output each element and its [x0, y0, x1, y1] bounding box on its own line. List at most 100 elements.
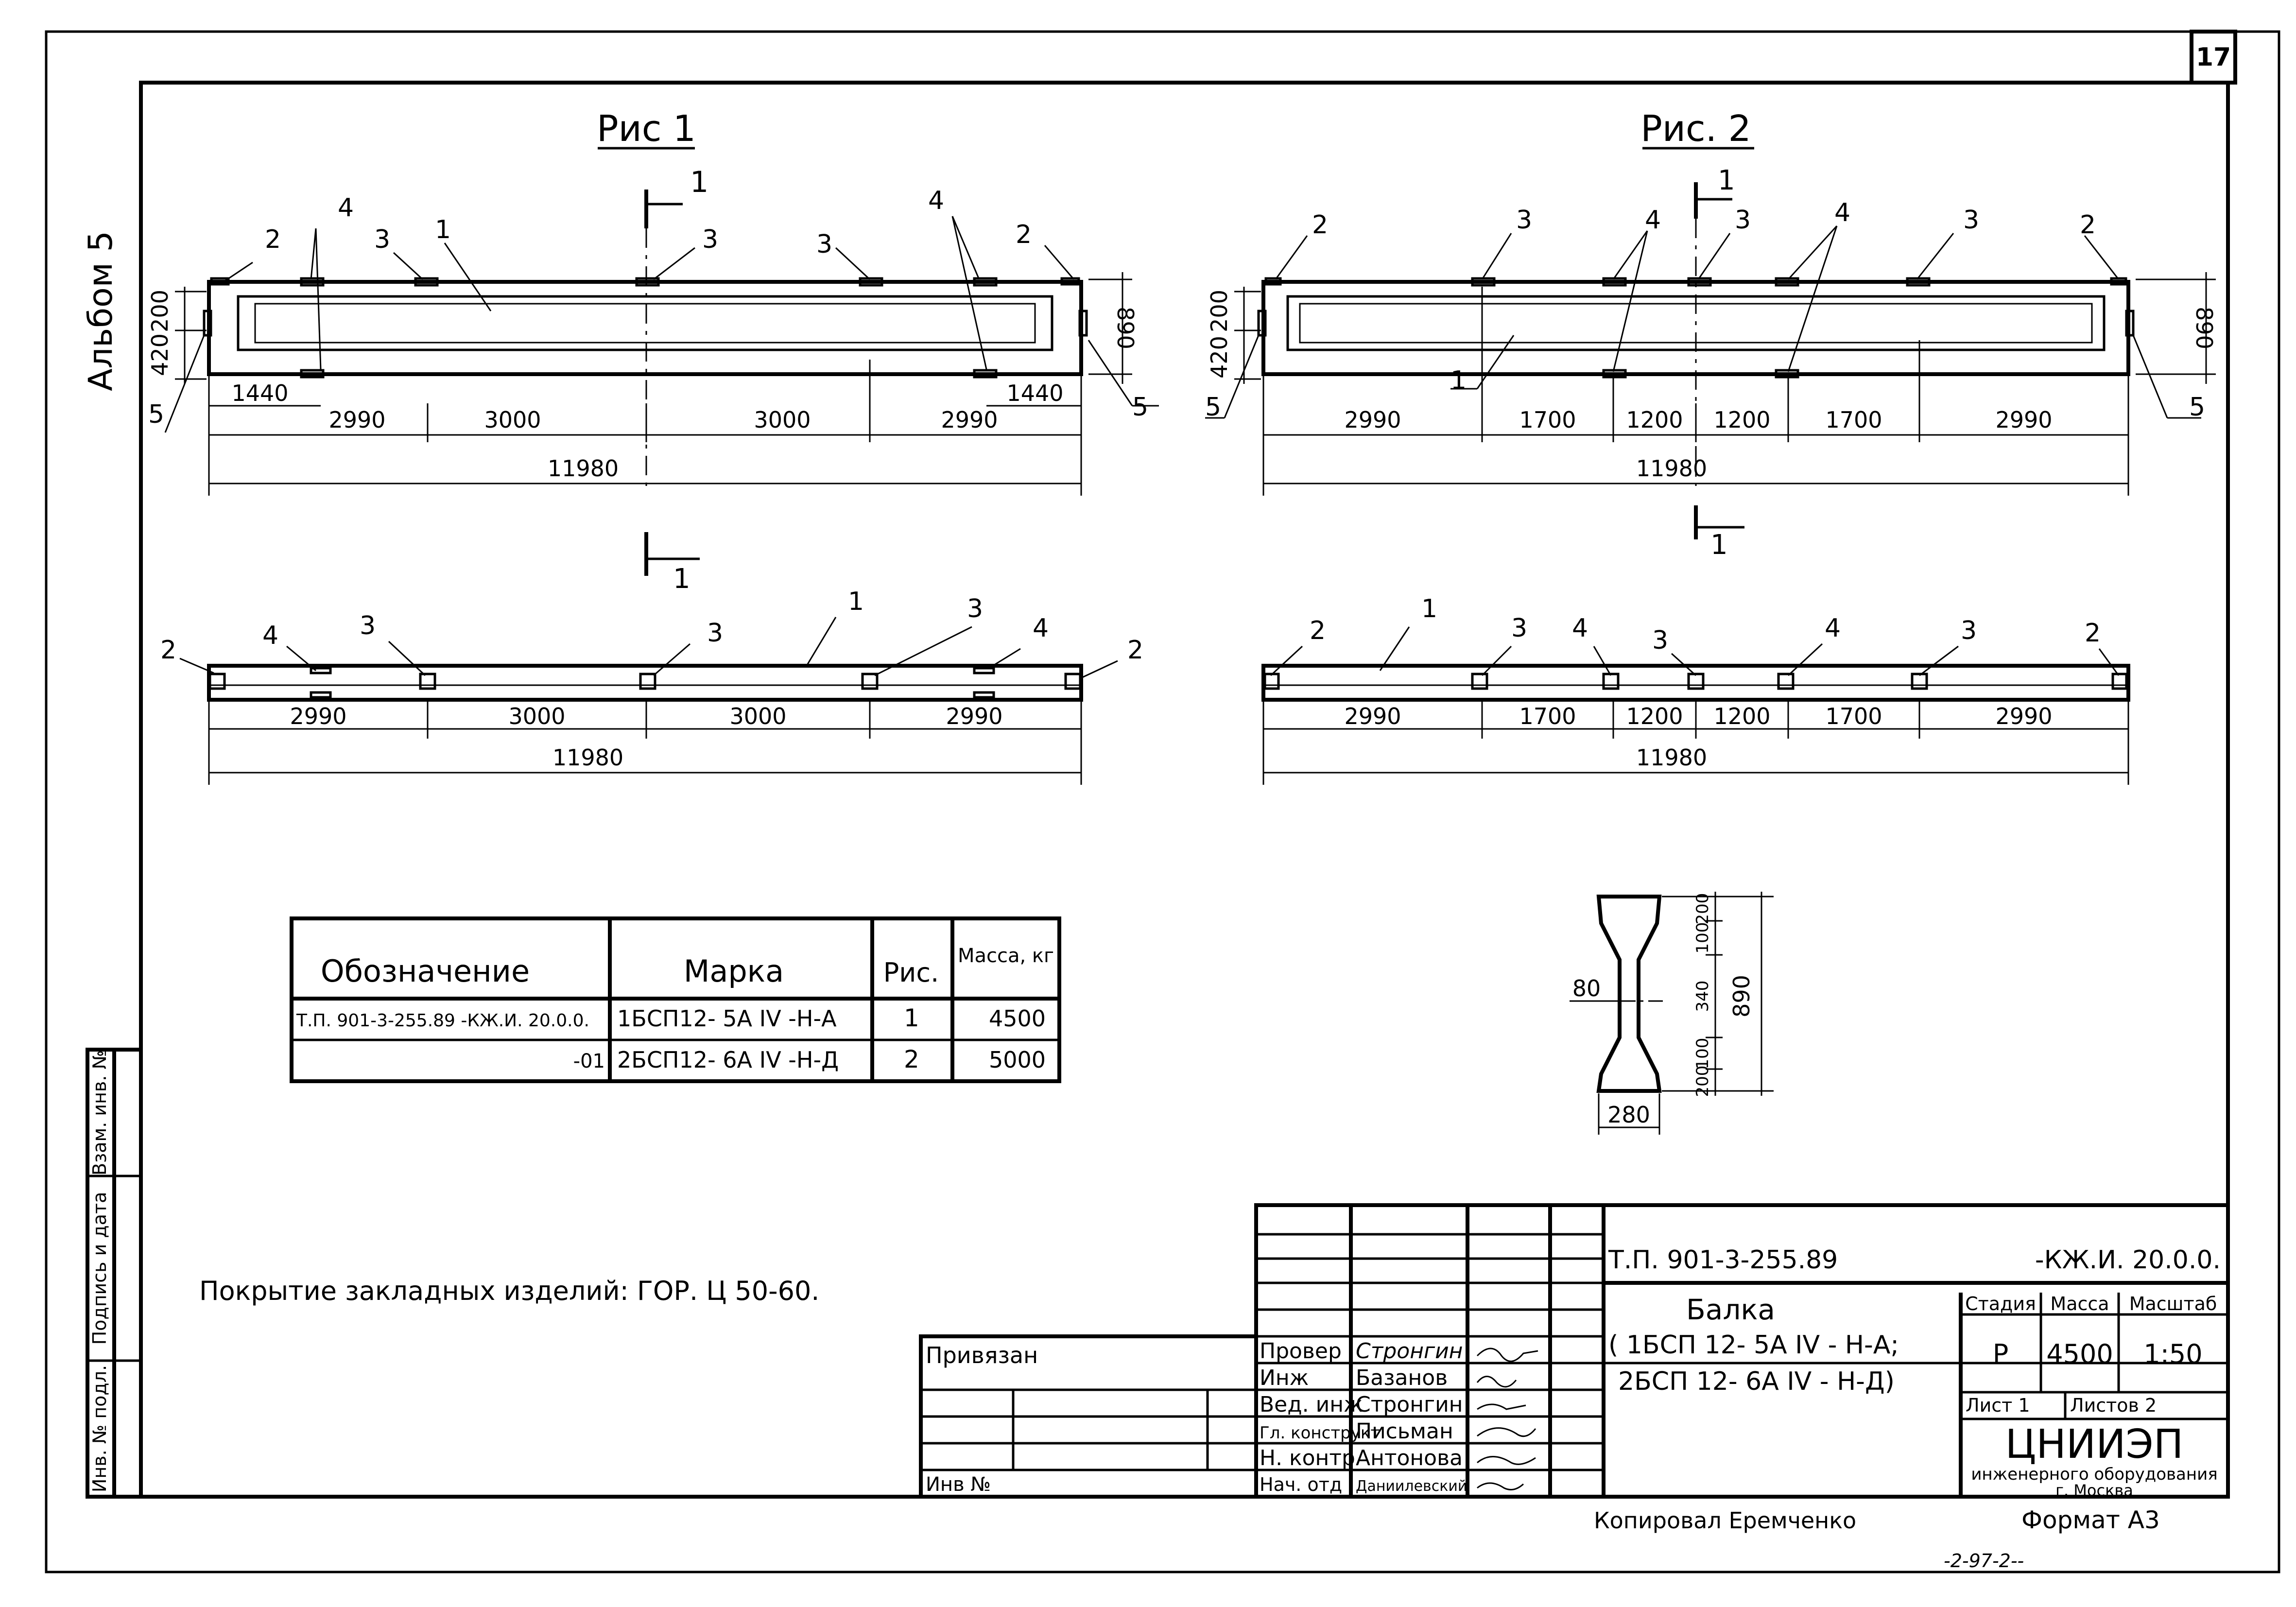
spec-row1-designation: Т.П. 901-3-255.89 -КЖ.И. 20.0.0.	[296, 1011, 589, 1031]
fig1-plan-span-3: 3000	[729, 703, 786, 729]
section-web-dim: 80	[1572, 975, 1601, 1002]
tb-role-2: Инж	[1260, 1365, 1309, 1390]
spec-row1-mass: 4500	[989, 1005, 1046, 1032]
fig1-callout-2-left: 2	[265, 225, 281, 254]
fig1-plan-callout-2-right: 2	[1127, 636, 1143, 665]
section-height-dim: 890	[1728, 975, 1755, 1018]
side-stamp: Инв. № подл. Подпись и дата Взам. инв. №	[86, 1048, 143, 1499]
fig2-plan-callout-4-left: 4	[1572, 614, 1588, 643]
spec-row2-fig: 2	[904, 1045, 919, 1073]
fig1-callout-3-a: 3	[374, 225, 390, 254]
fig2-dim-200: 200	[1206, 290, 1232, 332]
fig2-callout-1: 1	[1450, 366, 1467, 395]
fig2-plan-callout-1: 1	[1421, 594, 1437, 623]
fig1-dim-200: 200	[147, 290, 173, 332]
page-number-box	[2190, 30, 2237, 85]
fig2-plan-span-3: 1200	[1626, 703, 1683, 729]
fig2-callout-5-left: 5	[1205, 393, 1221, 422]
coating-note: Покрытие закладных изделий: ГОР. Ц 50-60…	[199, 1276, 819, 1306]
tb-mass: 4500	[2046, 1339, 2113, 1369]
tb-name-line2: ( 1БСП 12- 5А IV - Н-А;	[1608, 1331, 1899, 1360]
fig2-section-mark-bottom: 1	[1710, 529, 1728, 561]
tb-role-6: Нач. отд	[1260, 1474, 1342, 1495]
fig2-plan-total: 11980	[1636, 744, 1707, 771]
fig1-plan-callout-4-left: 4	[262, 621, 278, 650]
fig1-span-2: 3000	[484, 407, 541, 433]
fig2-plan-callout-3-a: 3	[1511, 614, 1527, 643]
fig1-section-mark-top: 1	[690, 165, 708, 199]
fig1-dim-890: 890	[1112, 307, 1139, 349]
fig2-span-4: 1200	[1713, 407, 1770, 433]
tb-col-mass: Масса	[2050, 1293, 2109, 1314]
fig2-span-3: 1200	[1626, 407, 1683, 433]
tb-name-1: Стронгин	[1356, 1339, 1463, 1364]
fig1-callout-5-right: 5	[1132, 393, 1148, 422]
section-part-200-bottom: 200	[1693, 1066, 1712, 1097]
fig2-plan-callout-2-left: 2	[1310, 616, 1326, 645]
tb-role-1: Провер	[1260, 1339, 1342, 1364]
fig2-plan-span-2: 1700	[1519, 703, 1576, 729]
tb-role-4: Гл. конструкт	[1260, 1423, 1380, 1443]
fig1-elevation-beam	[207, 280, 1083, 376]
tb-name-5: Антонова	[1356, 1446, 1463, 1470]
fig1-span-3: 3000	[754, 407, 811, 433]
section-width-dim: 280	[1607, 1102, 1650, 1128]
fig1-plan-callout-3-b: 3	[707, 619, 723, 648]
fig1-plan-span-2: 3000	[508, 703, 565, 729]
stamp-inv-podl: Инв. № подл.	[89, 1365, 110, 1492]
fig2-plan-span-1: 2990	[1344, 703, 1401, 729]
stamp-vzam-inv: Взам. инв. №	[89, 1050, 110, 1175]
fig2-callout-3-b: 3	[1735, 206, 1751, 235]
tb-col-stage: Стадия	[1965, 1293, 2036, 1314]
section-part-100-bottom: 100	[1693, 1038, 1712, 1070]
copied-by: Копировал Еремченко	[1594, 1507, 1856, 1534]
fig1-span-1: 2990	[328, 407, 385, 433]
section-part-340: 340	[1693, 981, 1712, 1012]
fig2-plan-callout-2-right: 2	[2085, 619, 2101, 648]
tb-name-4: Письман	[1356, 1419, 1453, 1444]
tb-scale: 1:50	[2143, 1339, 2202, 1369]
format-label: Формат А3	[2021, 1506, 2160, 1534]
tb-org-sub: инженерного оборудования	[1971, 1465, 2217, 1484]
fig1-callout-1: 1	[435, 215, 451, 244]
fig2-plan-callout-3-c: 3	[1961, 616, 1977, 645]
title-block: Привязан Инв № Провер Стронгин Инж Базан…	[919, 1203, 2230, 1500]
fig2-callout-4-right: 4	[1834, 198, 1850, 227]
fig1-plan-callout-3-c: 3	[967, 594, 983, 623]
fig2-callout-2-right: 2	[2080, 210, 2096, 240]
spec-table: Обозначение Марка Рис. Масса, кг Т.П. 90…	[290, 916, 1061, 1083]
fig2-callout-3-a: 3	[1516, 206, 1532, 235]
fig1-plan-callout-1: 1	[848, 587, 864, 616]
fig1-plan-beam	[207, 664, 1083, 702]
fig1-plan-total: 11980	[552, 744, 623, 771]
tb-col-scale: Масштаб	[2129, 1293, 2217, 1314]
fig2-span-5: 1700	[1825, 407, 1882, 433]
fig1-plan-callout-4-right: 4	[1033, 614, 1049, 643]
fig2-plan-span-6: 2990	[1995, 703, 2052, 729]
fig2-total: 11980	[1636, 455, 1707, 482]
tb-name-6: Даниилевский	[1356, 1478, 1467, 1495]
tb-stage: Р	[1993, 1339, 2009, 1369]
fig2-dim-420: 420	[1206, 336, 1232, 379]
page-number: 17	[2196, 43, 2231, 72]
fig2-section-mark-top: 1	[1718, 165, 1735, 196]
album-label: Альбом 5	[82, 231, 120, 391]
fig2-span-2: 1700	[1519, 407, 1576, 433]
fig2-title: Рис. 2	[1640, 108, 1751, 150]
tb-city: г. Москва	[2055, 1481, 2133, 1500]
tb-name-2: Базанов	[1356, 1365, 1448, 1390]
fig2-span-6: 2990	[1995, 407, 2052, 433]
fig2-plan-span-4: 1200	[1713, 703, 1770, 729]
fig1-callout-3-c: 3	[816, 230, 832, 259]
fig2-callout-4-left: 4	[1645, 206, 1661, 235]
fig2-plan-beam	[1261, 664, 2130, 702]
fig2-callout-5-right: 5	[2189, 393, 2205, 422]
spec-row2-designation: -01	[573, 1050, 605, 1072]
spec-header-mass: Масса, кг	[958, 945, 1054, 967]
fig1-callout-3-b: 3	[702, 225, 718, 254]
spec-row2-mass: 5000	[989, 1047, 1046, 1073]
fig2-dim-890: 890	[2191, 307, 2217, 349]
fig1-callout-4-left: 4	[338, 193, 354, 223]
fig1-plan-callout-2-left: 2	[160, 636, 176, 665]
